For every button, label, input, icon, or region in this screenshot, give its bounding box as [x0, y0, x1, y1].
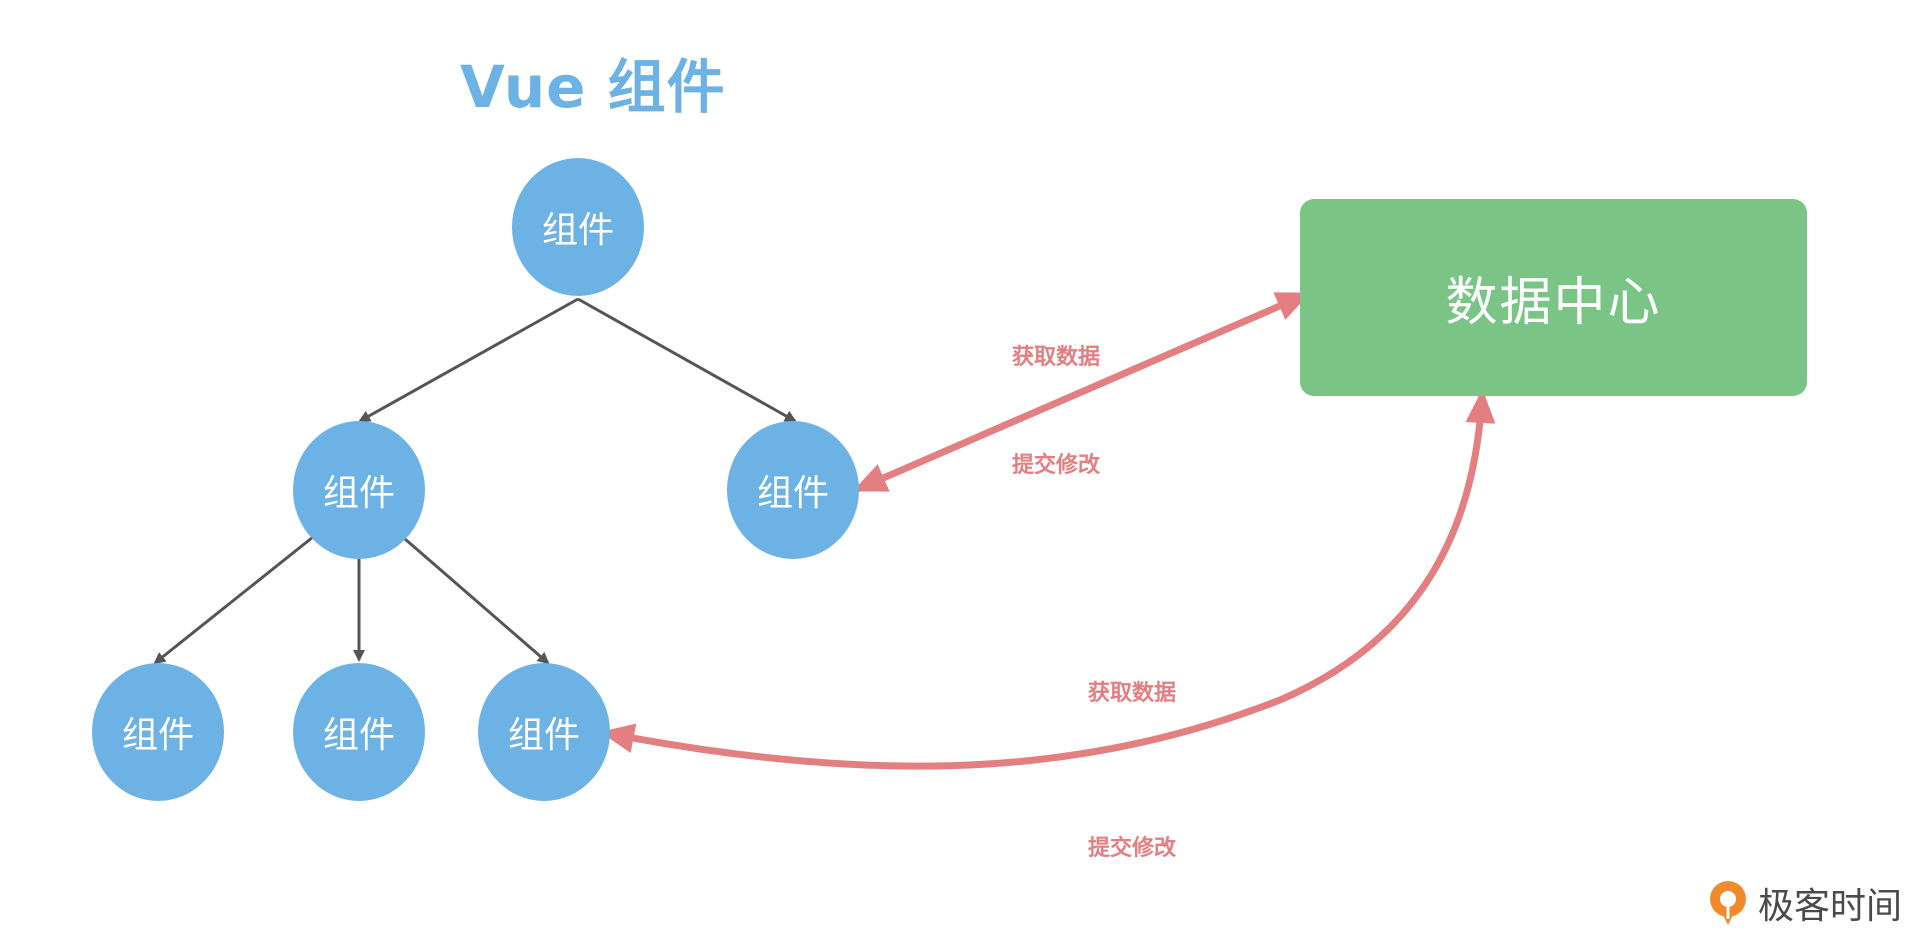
edge-root-to-mid-left: [358, 297, 579, 423]
edge-root-to-mid-right: [577, 297, 797, 423]
data-flow-arrow-lower: [600, 389, 1496, 770]
edge-mid-left-to-leaf-3: [404, 537, 550, 665]
edge-mid-left-to-leaf-1: [153, 535, 314, 665]
component-node-leaf-2: 组件: [293, 663, 425, 801]
diagram-title: Vue 组件: [460, 53, 726, 121]
brand-name: 极客时间: [1758, 886, 1903, 927]
component-node-mid-right: 组件: [727, 421, 859, 559]
component-node-leaf-3: 组件: [478, 663, 610, 801]
lower-get-data-label: 获取数据: [1088, 681, 1177, 706]
upper-commit-label: 提交修改: [1012, 453, 1101, 478]
data-store-box: 数据中心: [1300, 199, 1807, 396]
component-node-leaf-1: 组件: [92, 663, 224, 801]
upper-get-data-label: 获取数据: [1012, 345, 1101, 370]
brand-logo-icon: [1710, 881, 1746, 925]
lower-commit-label: 提交修改: [1088, 836, 1177, 861]
brand-logo: 极客时间: [1706, 878, 1902, 928]
component-node-root: 组件: [512, 158, 644, 296]
component-node-mid-left: 组件: [293, 421, 425, 559]
